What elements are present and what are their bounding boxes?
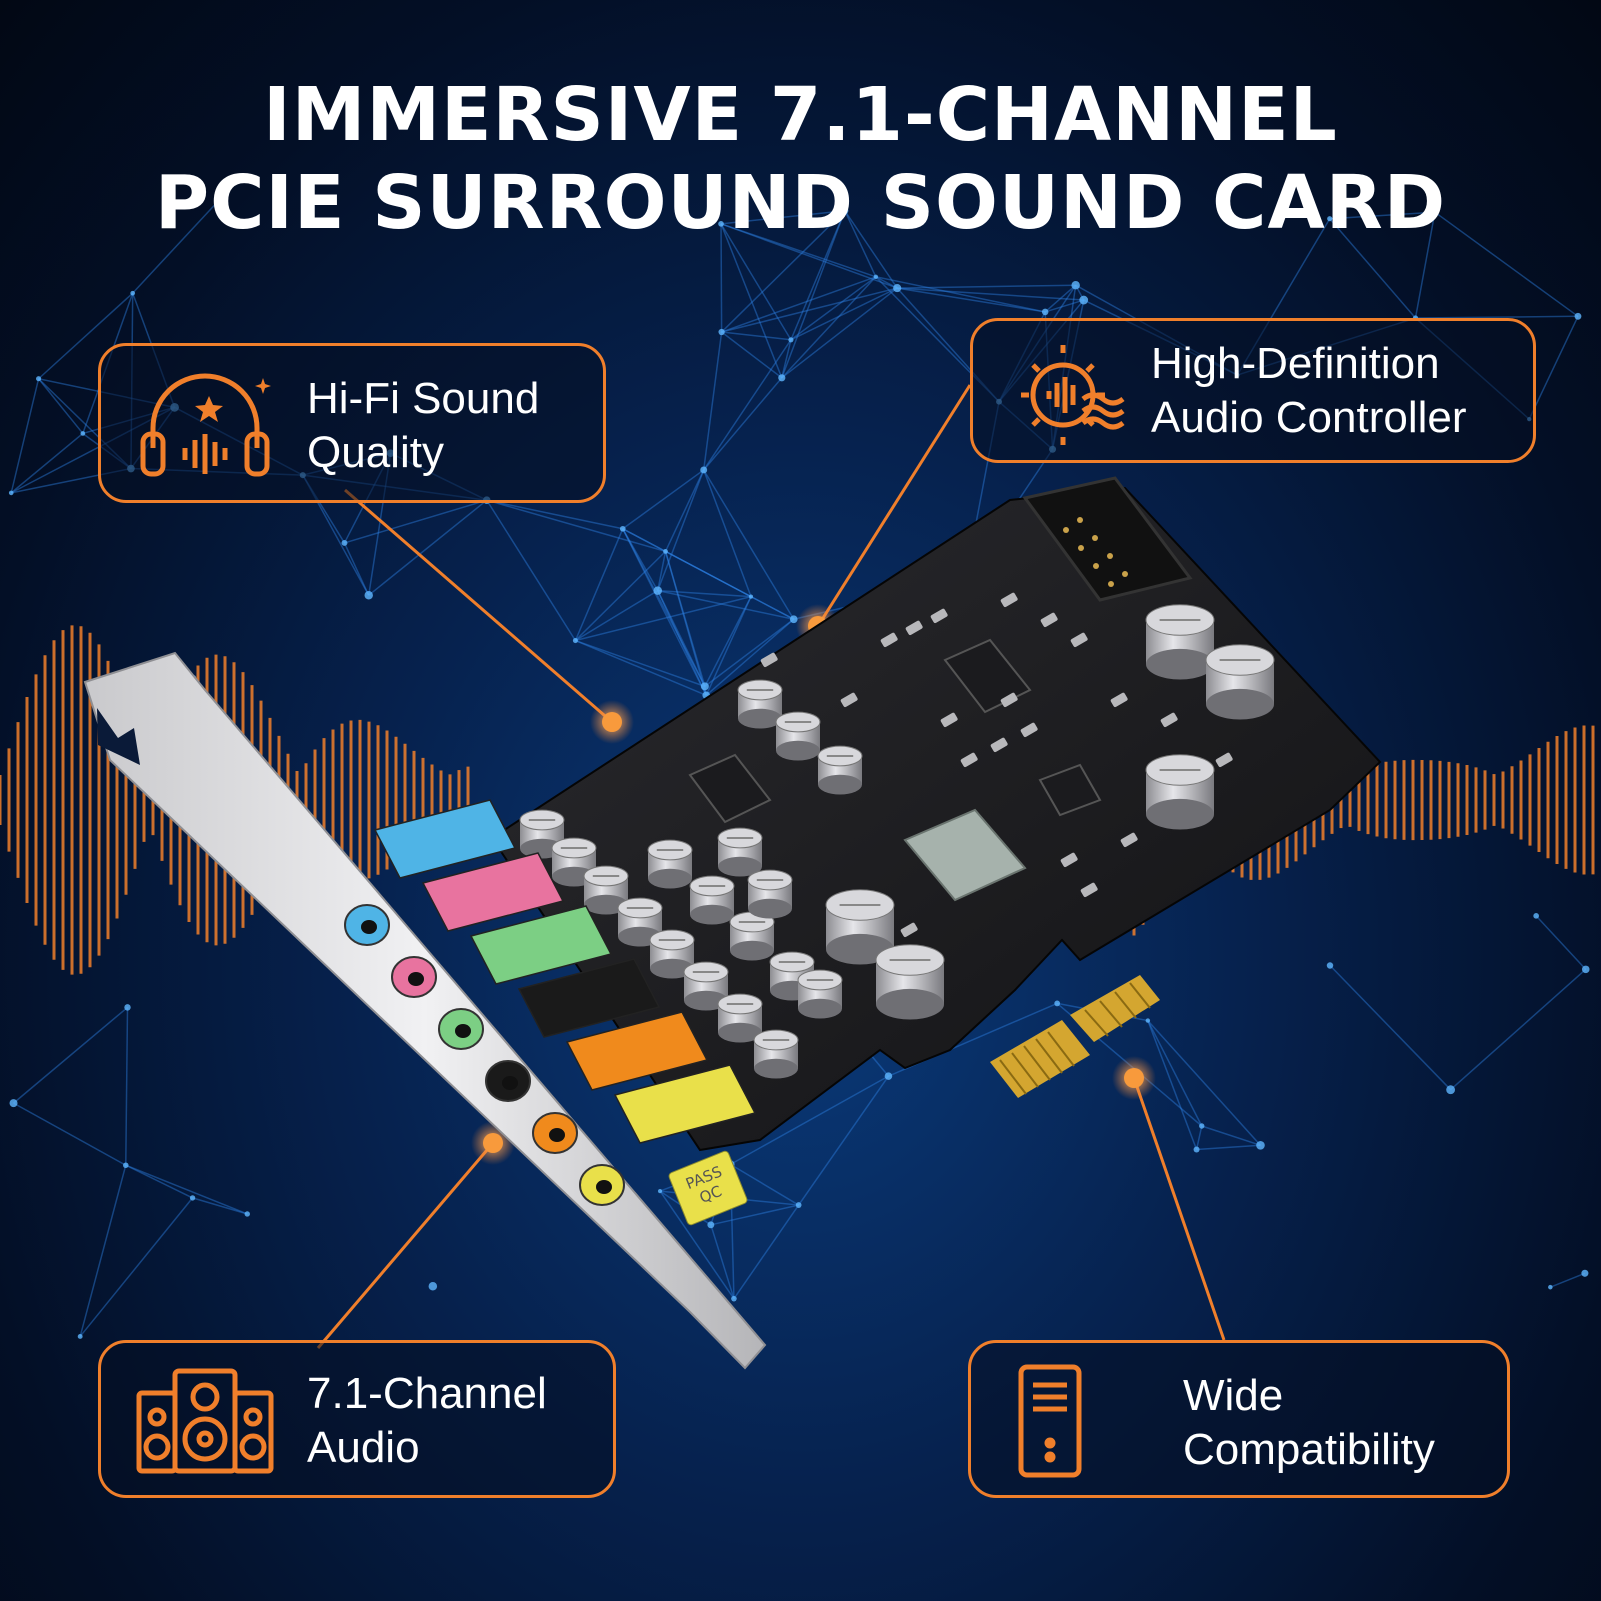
headline-line-2: PCIE SURROUND SOUND CARD [154,160,1447,246]
feature-line-2: Quality [307,428,444,477]
feature-line-1: Hi-Fi Sound [307,374,540,423]
feature-text-wide-compat: Wide Compatibility [1183,1369,1435,1477]
feature-text-hifi: Hi-Fi Sound Quality [307,372,539,480]
capacitors [519,604,1275,1079]
audio-jacks [344,799,757,1206]
smd-components [760,592,1233,958]
audio-gear-icon [1021,345,1125,445]
headline-line-1: IMMERSIVE 7.1-CHANNEL [263,72,1338,158]
feature-line-2: Compatibility [1183,1425,1435,1474]
feature-text-hd-audio: High-Definition Audio Controller [1151,337,1467,445]
feature-card-7-1-channel: 7.1-Channel Audio [98,1340,616,1498]
feature-card-hd-audio-controller: High-Definition Audio Controller [970,318,1536,463]
feature-card-wide-compatibility: Wide Compatibility [968,1340,1510,1498]
connector-lines [316,384,1226,1349]
pc-tower-icon [1018,1364,1082,1478]
feature-line-1: High-Definition [1151,339,1440,388]
sound-card-image: PASS QC [83,476,1382,1370]
feature-text-7-1: 7.1-Channel Audio [307,1367,547,1475]
headphones-icon [140,373,271,477]
feature-line-1: Wide [1183,1371,1284,1420]
feature-line-2: Audio Controller [1151,393,1467,442]
feature-line-1: 7.1-Channel [307,1369,547,1418]
feature-line-2: Audio [307,1423,420,1472]
feature-card-hifi-sound: Hi-Fi Sound Quality [98,343,606,503]
speakers-icon [136,1368,274,1474]
